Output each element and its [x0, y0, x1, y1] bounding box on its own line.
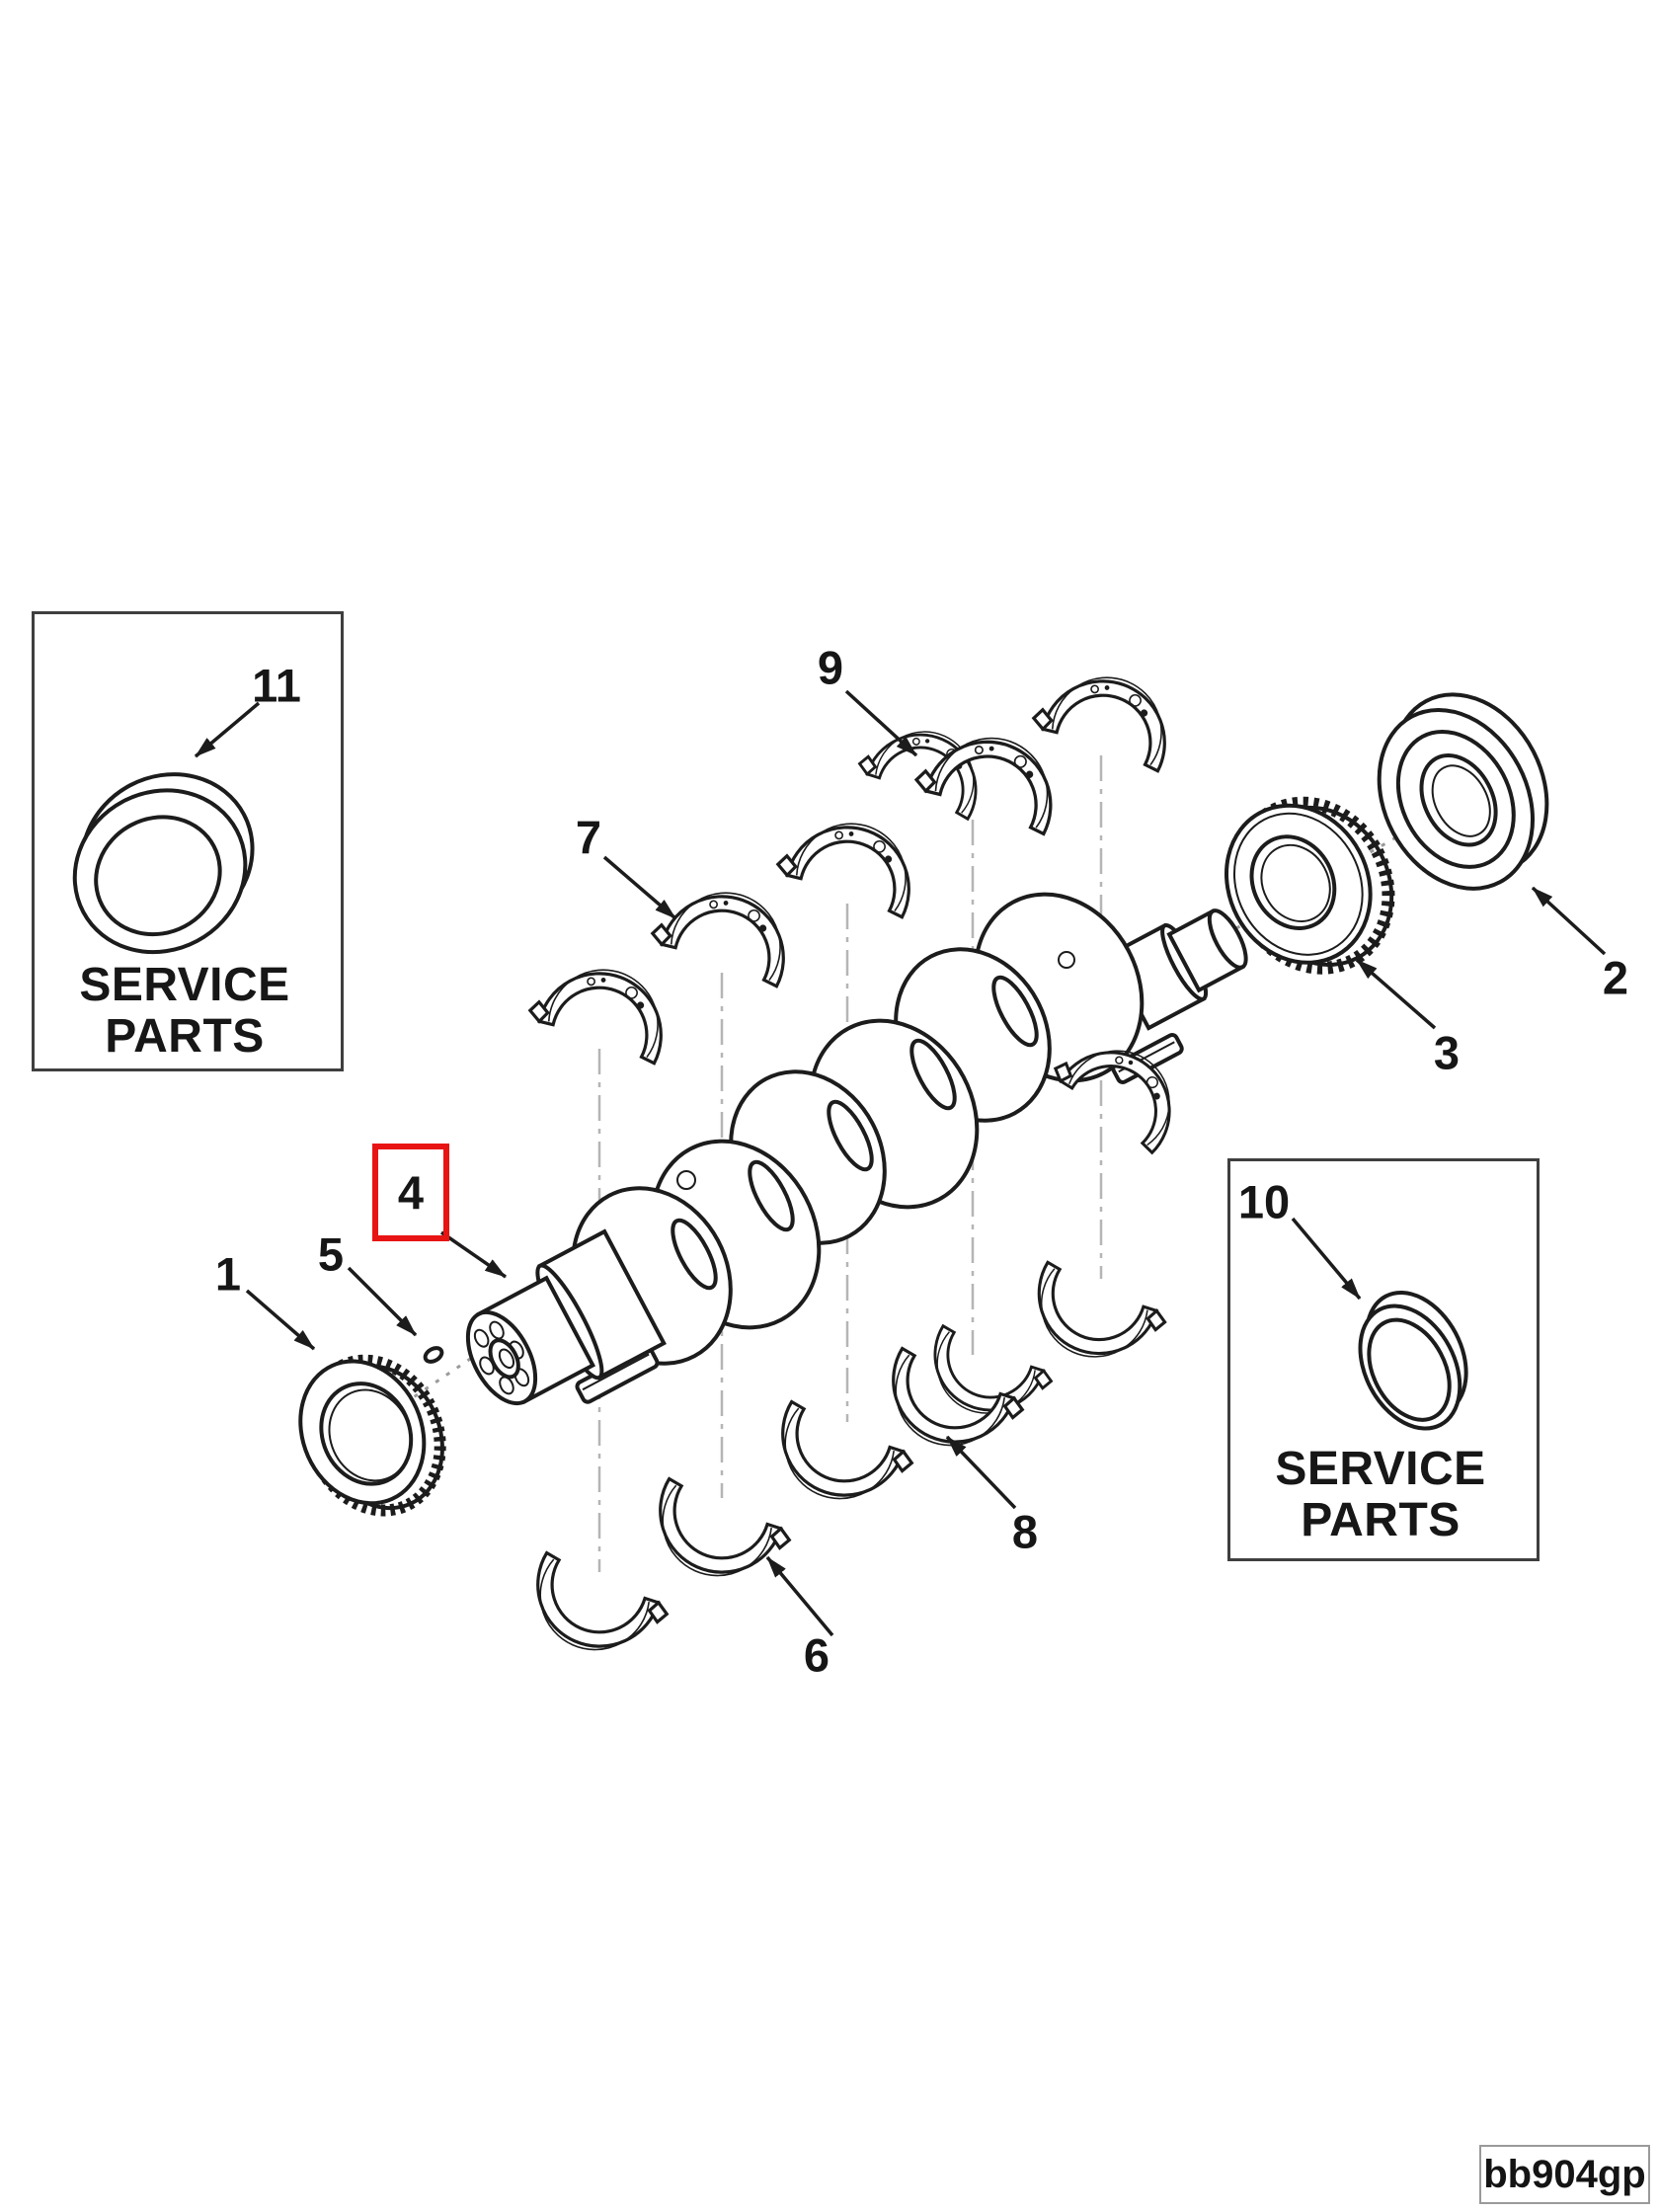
- leader-arrow-3: [1355, 958, 1437, 1030]
- crankshaft-gear-rear: [1224, 796, 1395, 975]
- callout-5[interactable]: 5: [317, 1227, 345, 1281]
- callout-6[interactable]: 6: [803, 1628, 830, 1682]
- service-parts-label-top: SERVICE PARTS: [79, 959, 290, 1063]
- callout-4: 4: [397, 1166, 425, 1219]
- crankshaft-journals: [671, 975, 1039, 1291]
- damper-ring: [1377, 692, 1549, 891]
- service-parts-box-top: [32, 611, 344, 1071]
- callout-7[interactable]: 7: [575, 811, 602, 864]
- crankshaft-nose: [465, 1228, 667, 1406]
- figure-code-box: bb904gp: [1479, 2145, 1650, 2204]
- leader-arrow-6: [765, 1555, 834, 1637]
- leader-arrow-11: [194, 701, 261, 758]
- service-ring-front: [72, 772, 255, 955]
- leader-arrow-8: [945, 1435, 1017, 1510]
- service-parts-box-bottom: [1227, 1158, 1540, 1561]
- leader-arrow-2: [1531, 886, 1607, 956]
- callout-8[interactable]: 8: [1011, 1505, 1039, 1558]
- leader-arrow-4: [440, 1230, 507, 1279]
- leader-arrows: [194, 689, 1607, 1637]
- callout-9[interactable]: 9: [817, 641, 844, 694]
- figure-code-label: bb904gp: [1483, 2152, 1646, 2196]
- leader-arrow-1: [245, 1289, 316, 1351]
- leader-arrow-9: [844, 689, 918, 757]
- callout-10[interactable]: 10: [1237, 1175, 1291, 1228]
- callout-1[interactable]: 1: [214, 1247, 242, 1301]
- callout-11[interactable]: 11: [252, 659, 301, 712]
- callout-4-highlight-box[interactable]: 4: [372, 1144, 449, 1241]
- service-ring-rear: [1358, 1290, 1468, 1431]
- callout-3[interactable]: 3: [1433, 1026, 1461, 1079]
- crankshaft-gear-front: [298, 1354, 446, 1517]
- leader-arrow-7: [602, 855, 677, 920]
- callout-2[interactable]: 2: [1602, 951, 1629, 1004]
- crankshaft: [465, 892, 1248, 1406]
- crankshaft-key: [423, 1346, 444, 1364]
- leader-arrow-10: [1291, 1217, 1362, 1301]
- service-parts-label-bottom: SERVICE PARTS: [1275, 1443, 1486, 1546]
- leader-arrow-5: [347, 1266, 418, 1337]
